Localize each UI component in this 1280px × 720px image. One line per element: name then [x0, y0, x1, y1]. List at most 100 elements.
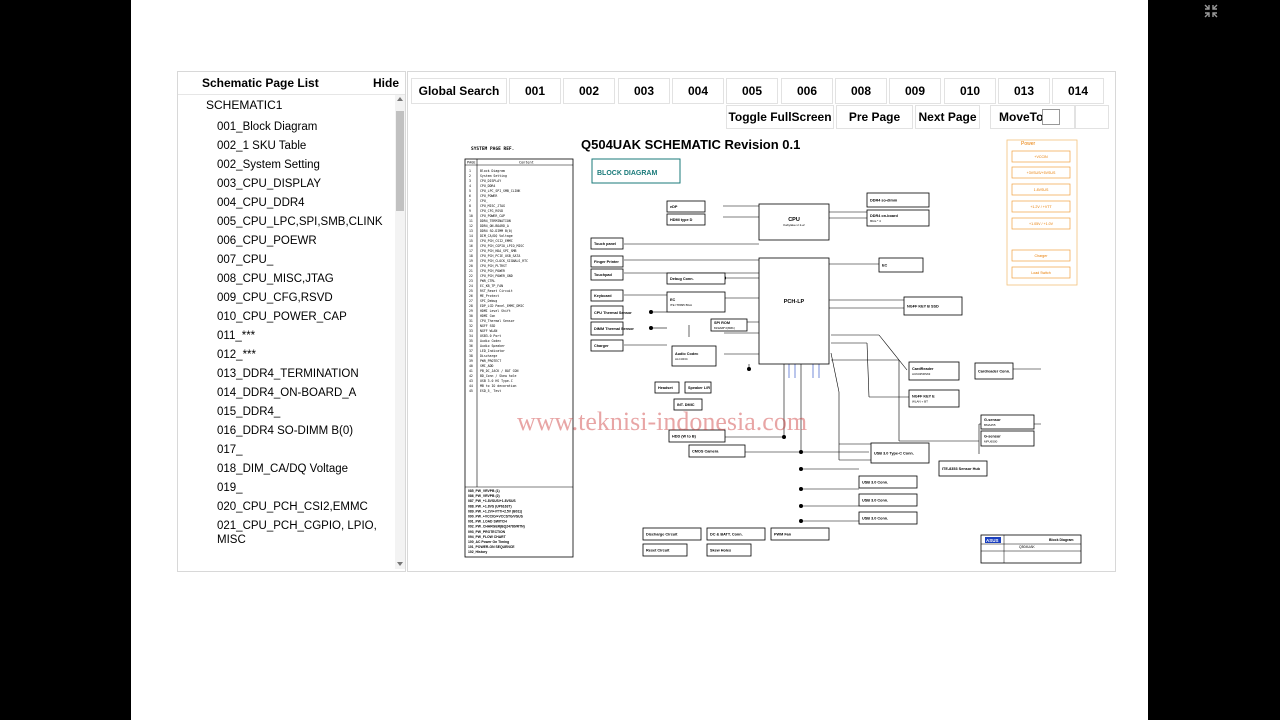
content-column-header: Content — [519, 161, 534, 165]
page-ref-number: 42 — [469, 374, 473, 378]
sidebar-page-item[interactable]: 010_CPU_POWER_CAP — [217, 311, 347, 323]
power-page-entry: 093_PW_PROTECTION — [468, 530, 506, 534]
page-ref-entry: RST_Reset Circuit — [480, 289, 513, 293]
page-ref-number: 16 — [469, 244, 473, 248]
page-ref-entry: SMI_ADD — [480, 364, 494, 368]
page-ref-number: 1 — [469, 169, 471, 173]
page-button-006[interactable]: 006 — [781, 78, 833, 104]
sidebar-page-item[interactable]: 007_CPU_ — [217, 254, 274, 266]
page-ref-number: 14 — [469, 234, 473, 238]
page-ref-entry: ME_Protect — [480, 294, 499, 298]
system-page-ref-label: SYSTEM PAGE REF. — [471, 146, 514, 152]
page-button-002[interactable]: 002 — [563, 78, 615, 104]
move-to-input[interactable] — [1042, 109, 1060, 125]
page-ref-entry: Block Diagram — [480, 169, 505, 173]
block-diagram: Q504UAK SCHEMATIC Revision 0.1 BLOCK DIA… — [464, 137, 1082, 564]
sidebar-page-item[interactable]: 005_CPU_LPC,SPI,SMB,CLINK — [217, 216, 383, 228]
sidebar-page-item[interactable]: 003_CPU_DISPLAY — [217, 178, 321, 190]
page-ref-number: 34 — [469, 334, 473, 338]
power-item-label: +1.05V / +1.0V — [1029, 222, 1054, 226]
page-button-003[interactable]: 003 — [618, 78, 670, 104]
power-item-box — [1011, 200, 1071, 213]
asus-logo: ASUS — [986, 538, 999, 543]
sidebar-page-item[interactable]: 019_ — [217, 482, 243, 494]
page-ref-number: 45 — [469, 389, 473, 393]
page-ref-number: 18 — [469, 254, 473, 258]
pre-page-button[interactable]: Pre Page — [836, 105, 913, 129]
block-sublabel: Kabylake-U 2+2 — [783, 223, 805, 227]
block-label: DIMM Thermal Sensor — [594, 327, 634, 331]
page-ref-number: 41 — [469, 369, 473, 373]
next-page-button[interactable]: Next Page — [915, 105, 980, 129]
sidebar-page-item[interactable]: 006_CPU_POEWR — [217, 235, 317, 247]
block-label: NGFF KEY B SSD — [907, 305, 939, 309]
page-button-013[interactable]: 013 — [998, 78, 1050, 104]
sidebar-title: Schematic Page List — [202, 76, 319, 90]
tree-root-schematic1[interactable]: SCHEMATIC1 — [206, 98, 283, 112]
power-item-label: +1.2V / +VTT — [1030, 205, 1052, 209]
sidebar-page-item[interactable]: 008_CPU_MISC,JTAG — [217, 273, 334, 285]
block-sublabel: AU6435RS63 — [912, 372, 931, 376]
toggle-fullscreen-button[interactable]: Toggle FullScreen — [726, 105, 834, 129]
global-search-button[interactable]: Global Search — [411, 78, 507, 104]
sidebar-scrollbar[interactable] — [395, 95, 405, 569]
sidebar-page-item[interactable]: 004_CPU_DDR4 — [217, 197, 305, 209]
hide-button[interactable]: Hide — [372, 76, 399, 90]
sidebar-page-item[interactable]: 012_*** — [217, 349, 257, 361]
sidebar-page-item[interactable]: 001_Block Diagram — [217, 121, 318, 133]
sidebar-page-item[interactable]: 020_CPU_PCH_CSI2,EMMC — [217, 501, 368, 513]
sidebar-page-item[interactable]: 016_DDR4 SO-DIMM B(0) — [217, 425, 354, 437]
move-to-go-button[interactable] — [1075, 105, 1109, 129]
page-ref-entry: HDMI Con — [480, 314, 495, 318]
block-label: EC — [882, 264, 888, 268]
scrollbar-thumb[interactable] — [396, 111, 404, 211]
block-sublabel: ITE IT8995 BGA — [670, 303, 692, 307]
sidebar-page-item[interactable]: 015_DDR4_ — [217, 406, 281, 418]
page-button-001[interactable]: 001 — [509, 78, 561, 104]
sidebar-page-item[interactable]: 002_1 SKU Table — [217, 140, 307, 152]
block-diagram-label: BLOCK DIAGRAM — [597, 170, 657, 177]
page-button-008[interactable]: 008 — [835, 78, 887, 104]
page-button-009[interactable]: 009 — [889, 78, 941, 104]
block-hdd — [668, 429, 726, 443]
page-ref-number: 6 — [469, 194, 471, 198]
block-label: CardReader — [912, 367, 934, 371]
page-ref-entry: PB_DC_JACK / BAT CON — [480, 369, 518, 373]
page-ref-number: 36 — [469, 344, 473, 348]
scroll-down-arrow-icon[interactable] — [397, 562, 403, 566]
page-button-004[interactable]: 004 — [672, 78, 724, 104]
power-page-entry: 091_PW_LOAD SWITCH — [468, 520, 507, 524]
scroll-up-arrow-icon[interactable] — [397, 97, 403, 101]
sidebar-page-item[interactable]: 002_System Setting — [217, 159, 320, 171]
page-ref-entry: EC_KB_TP_FAN — [480, 284, 503, 288]
schematic-title: Q504UAK SCHEMATIC Revision 0.1 — [581, 137, 800, 152]
sidebar-page-item[interactable]: 021_CPU_PCH_CGPIO, LPIO, MISC — [217, 520, 377, 546]
page-column-header: PAGE — [467, 161, 475, 165]
page-ref-number: 11 — [469, 219, 473, 223]
block-sublabel: ALC3234 — [675, 357, 688, 361]
sidebar-header: Schematic Page List Hide — [178, 72, 405, 95]
sidebar-page-item[interactable]: 011_*** — [217, 330, 256, 342]
power-item-box — [1011, 249, 1071, 262]
block-label: EC — [670, 298, 676, 302]
page-button-010[interactable]: 010 — [944, 78, 996, 104]
sidebar-page-item[interactable]: 009_CPU_CFG,RSVD — [217, 292, 333, 304]
sidebar-page-item[interactable]: 018_DIM_CA/DQ Voltage — [217, 463, 349, 475]
page-button-014[interactable]: 014 — [1052, 78, 1104, 104]
block-usb30-1 — [858, 475, 918, 489]
power-page-entry: 090_PW_+VCCIO/+VCCSTG/VSUS — [468, 515, 524, 519]
block-cpu-thermal — [590, 305, 624, 320]
exit-fullscreen-icon[interactable] — [1203, 3, 1219, 19]
block-label: PWM Fan — [774, 533, 792, 537]
sidebar-page-item[interactable]: 017_ — [217, 444, 243, 456]
page-ref-number: 22 — [469, 274, 473, 278]
page-ref-number: 38 — [469, 354, 473, 358]
block-spi-rom — [710, 318, 748, 332]
sidebar-page-item[interactable]: 013_DDR4_TERMINATION — [217, 368, 359, 380]
sidebar-page-item[interactable]: 014_DDR4_ON-BOARD_A — [217, 387, 357, 399]
page-ref-entry: CPU_PCH_POWER_GND — [480, 274, 513, 278]
page-ref-entry: CPU_ — [480, 199, 488, 203]
block-charger — [590, 339, 624, 352]
page-button-005[interactable]: 005 — [726, 78, 778, 104]
page-ref-entry: CPU_PCH_POWER — [480, 269, 505, 273]
